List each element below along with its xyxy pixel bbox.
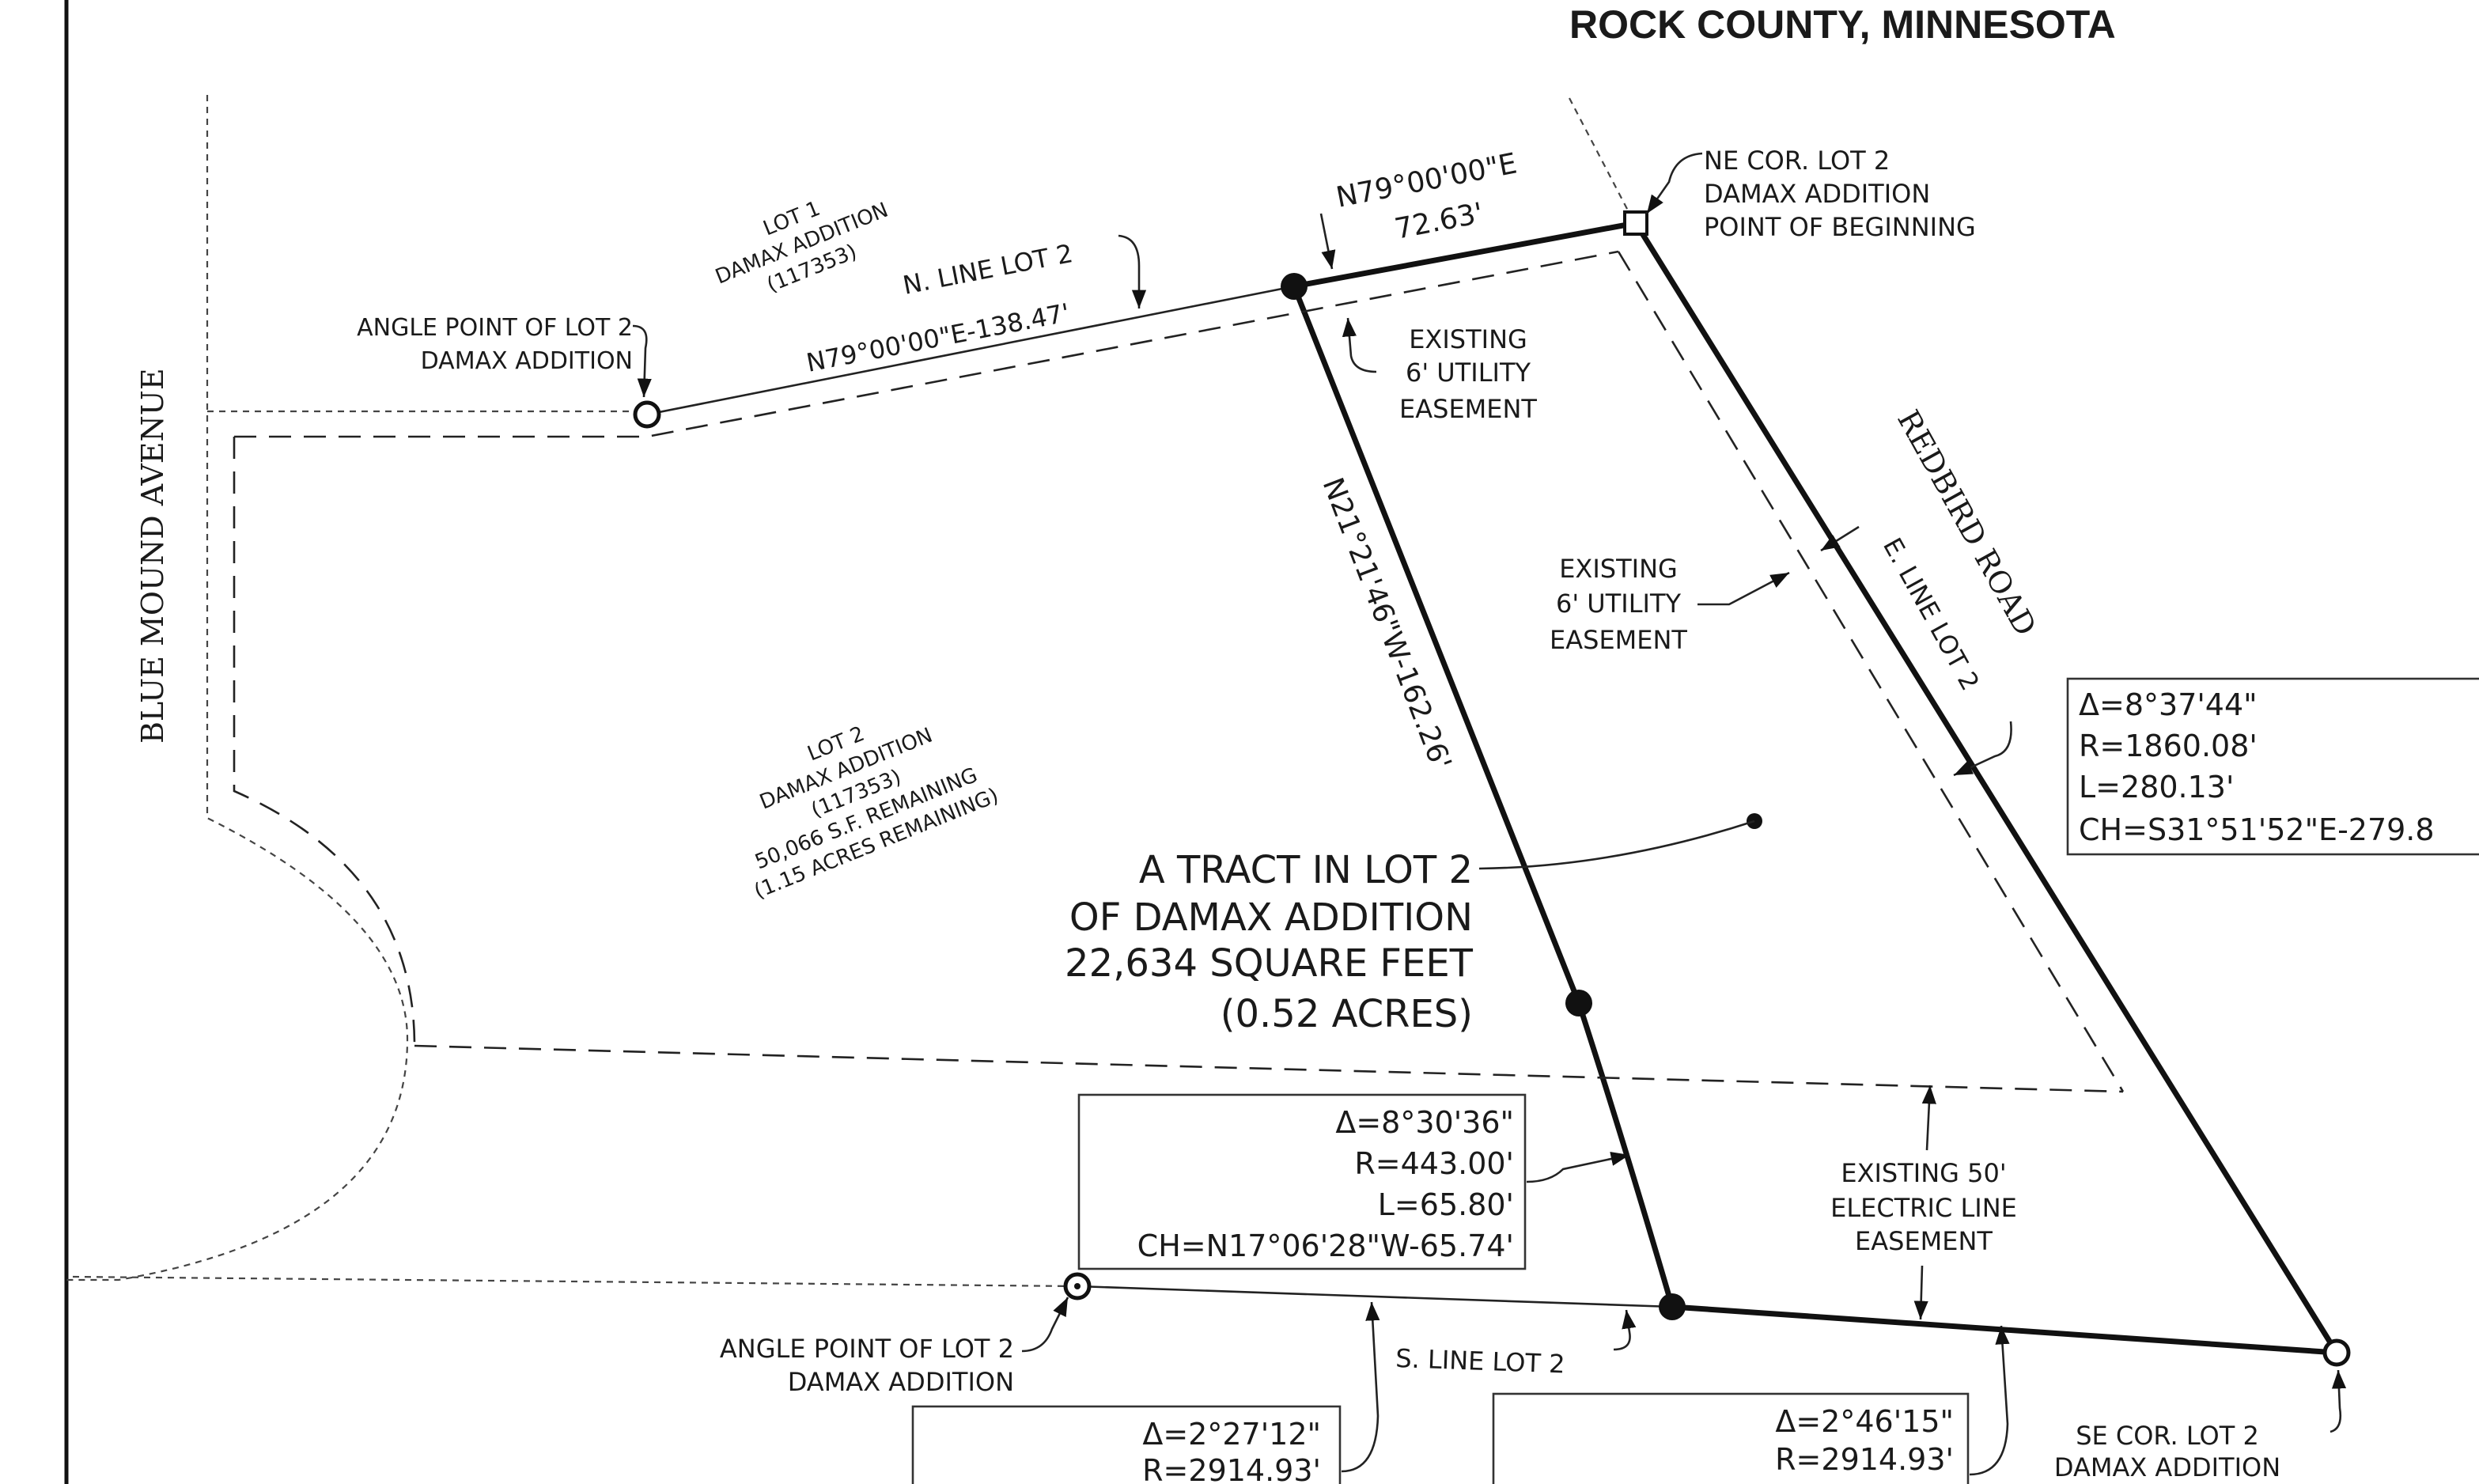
electric-easement-up-arrow	[1921, 1085, 1936, 1151]
county-title: ROCK COUNTY, MINNESOTA	[1569, 2, 2116, 47]
ne-corner-line2: DAMAX ADDITION	[1704, 179, 1930, 209]
east-easement-width-arrow	[1820, 525, 1860, 552]
curve-south-right-table: Δ=2°46'15" R=2914.93'	[1775, 1404, 1954, 1477]
tract-leader	[1478, 820, 1755, 870]
electric-easement-down-arrow	[1913, 1265, 1928, 1320]
electric-easement-note: EXISTING 50' ELECTRIC LINE EASEMENT	[1830, 1158, 2017, 1256]
lot2-west-easement-line	[233, 437, 416, 1047]
angle-point-north-line2: DAMAX ADDITION	[421, 347, 633, 375]
se-corner-note: SE COR. LOT 2 DAMAX ADDITION	[2054, 1421, 2280, 1482]
tract-north-length: 72.63'	[1392, 197, 1486, 246]
electric-easement-line3: EASEMENT	[1855, 1226, 1993, 1256]
curve-east-table: Δ=8°37'44" R=1860.08' L=280.13' CH=S31°5…	[2079, 687, 2435, 847]
ne-corner-leader	[1645, 152, 1703, 214]
tract-line1: A TRACT IN LOT 2	[1139, 848, 1473, 892]
angle-point-south-line2: DAMAX ADDITION	[788, 1367, 1014, 1397]
se-corner-leader	[2330, 1369, 2347, 1433]
tract-line4: (0.52 ACRES)	[1221, 992, 1473, 1036]
electric-easement-line1: EXISTING 50'	[1841, 1158, 2006, 1188]
angle-point-south-leader	[1021, 1297, 1069, 1353]
street-blue-mound-avenue: BLUE MOUND AVENUE	[135, 368, 170, 744]
tract-sw-point	[1659, 1293, 1686, 1320]
curve-west-leader	[1526, 1152, 1630, 1183]
curve-east-box	[2066, 677, 2479, 856]
electric-easement-line	[414, 1044, 2124, 1093]
lot2-south-line	[1077, 1285, 1673, 1308]
utility-easement-east-leader	[1697, 571, 1790, 606]
tract-line3: 22,634 SQUARE FEET	[1065, 941, 1474, 986]
north-line-leader	[1118, 234, 1147, 309]
utility-easement-north-line1: EXISTING	[1409, 324, 1527, 354]
angle-point-north-note: ANGLE POINT OF LOT 2 DAMAX ADDITION	[357, 314, 633, 375]
curve-east-chord: CH=S31°51'52"E-279.8	[2079, 812, 2435, 847]
curve-south-left-delta: Δ=2°27'12"	[1142, 1417, 1321, 1452]
angle-point-south-line1: ANGLE POINT OF LOT 2	[720, 1334, 1014, 1364]
curve-south-right-delta: Δ=2°46'15"	[1775, 1404, 1954, 1439]
curve-point	[1565, 990, 1592, 1016]
south-line-label: S. LINE LOT 2	[1395, 1343, 1565, 1379]
curve-south-left-table: Δ=2°27'12" R=2914.93'	[1142, 1417, 1321, 1484]
tract-north-bearing: N79°00'00"E	[1334, 147, 1520, 214]
angle-point-north-line1: ANGLE POINT OF LOT 2	[357, 314, 633, 342]
curve-west-length: L=65.80'	[1378, 1187, 1514, 1222]
angle-point-north-leader	[632, 324, 652, 398]
se-corner-line1: SE COR. LOT 2	[2076, 1421, 2259, 1451]
curve-west-box	[1077, 1093, 1527, 1270]
south-line-leader	[1613, 1309, 1637, 1351]
blue-mound-row-line	[66, 95, 409, 1281]
ne-corner-line3: POINT OF BEGINNING	[1704, 212, 1976, 242]
utility-easement-north-note: EXISTING 6' UTILITY EASEMENT	[1399, 324, 1537, 424]
curve-south-left-box	[911, 1405, 1342, 1484]
utility-easement-north-leader	[1342, 317, 1377, 373]
tract-north-arrow	[1319, 213, 1336, 270]
north-line-label: N. LINE LOT 2	[900, 238, 1075, 301]
angle-point-south-center	[1074, 1283, 1081, 1289]
utility-easement-east-line2: 6' UTILITY	[1556, 589, 1682, 619]
curve-west-table: Δ=8°30'36" R=443.00' L=65.80' CH=N17°06'…	[1137, 1105, 1514, 1263]
tract-callout: A TRACT IN LOT 2 OF DAMAX ADDITION 22,63…	[1065, 848, 1474, 1036]
curve-west-chord: CH=N17°06'28"W-65.74'	[1137, 1228, 1514, 1263]
utility-easement-east-note: EXISTING 6' UTILITY EASEMENT	[1550, 554, 1687, 655]
east-line-leader	[1953, 721, 2012, 777]
lot2-label: LOT 2 DAMAX ADDITION (117353) 50,066 S.F…	[751, 722, 1001, 904]
redbird-row-line	[1569, 97, 1629, 211]
curve-west-delta: Δ=8°30'36"	[1335, 1105, 1514, 1140]
lot1-label: LOT 1 DAMAX ADDITION (117353)	[712, 197, 891, 297]
utility-easement-east-line3: EASEMENT	[1550, 625, 1687, 655]
ne-corner-note: NE COR. LOT 2 DAMAX ADDITION POINT OF BE…	[1704, 146, 1976, 242]
ne-corner-line1: NE COR. LOT 2	[1704, 146, 1890, 176]
angle-point-south-note: ANGLE POINT OF LOT 2 DAMAX ADDITION	[720, 1334, 1014, 1397]
electric-easement-line2: ELECTRIC LINE	[1830, 1193, 2017, 1223]
curve-south-left-leader	[1341, 1301, 1380, 1473]
utility-easement-east-line1: EXISTING	[1559, 554, 1678, 584]
curve-south-right-radius: R=2914.93'	[1775, 1442, 1954, 1477]
curve-east-delta: Δ=8°37'44"	[2079, 687, 2258, 722]
curve-east-length: L=280.13'	[2079, 770, 2234, 804]
tract-line2: OF DAMAX ADDITION	[1069, 895, 1473, 940]
curve-south-right-box	[1492, 1392, 1970, 1484]
curve-west-radius: R=443.00'	[1354, 1146, 1514, 1181]
se-corner-monument	[2322, 1338, 2351, 1367]
angle-point-north-monument	[633, 400, 661, 429]
utility-easement-east-line	[1617, 251, 2125, 1092]
se-corner-line2: DAMAX ADDITION	[2054, 1452, 2280, 1482]
curve-south-left-radius: R=2914.93'	[1142, 1453, 1321, 1484]
lot2-south-dotted	[72, 1275, 1078, 1288]
tract-nw-point	[1281, 273, 1308, 300]
utility-easement-north-line2: 6' UTILITY	[1406, 358, 1531, 388]
lot2-north-line	[646, 285, 1295, 416]
curve-east-radius: R=1860.08'	[2079, 729, 2258, 763]
curve-south-right-leader	[1969, 1325, 2010, 1476]
ne-corner-monument	[1623, 210, 1648, 236]
utility-easement-north-line3: EASEMENT	[1399, 394, 1537, 424]
